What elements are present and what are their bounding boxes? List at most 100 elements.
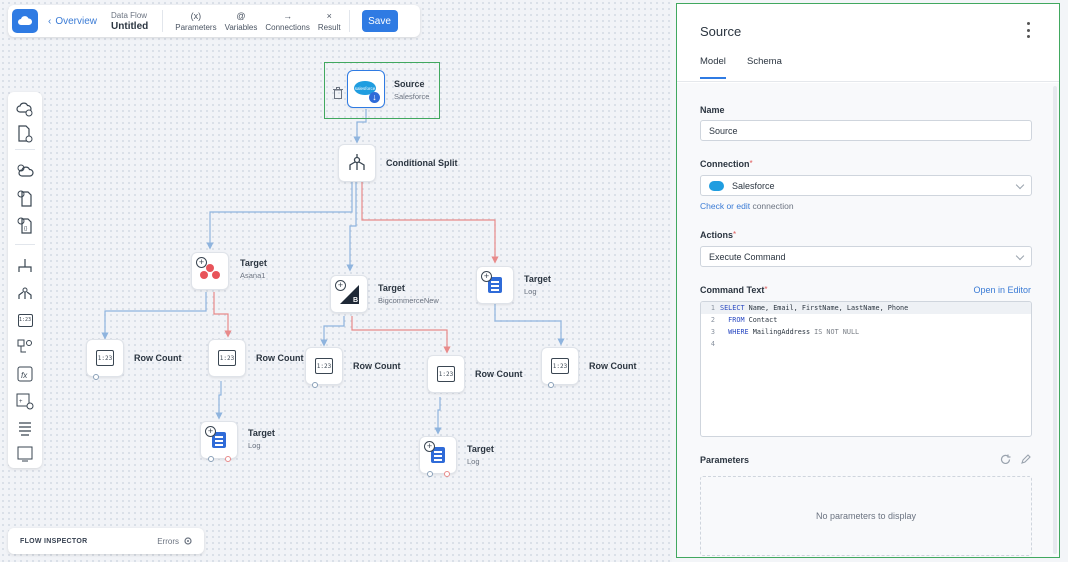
asana-target-node[interactable]: +	[191, 252, 229, 290]
check-connection-suffix: connection	[750, 201, 794, 211]
split-node-title: Conditional Split	[386, 158, 458, 168]
error-port[interactable]	[444, 471, 450, 477]
connection-label: Connection*	[700, 159, 753, 169]
connection-select[interactable]: Salesforce	[700, 175, 1032, 196]
flow-title: Data Flow Untitled	[111, 10, 148, 32]
svg-text:B: B	[353, 297, 358, 304]
function-icon[interactable]: fx	[16, 365, 34, 383]
refresh-icon[interactable]	[1000, 454, 1011, 465]
split-icon	[349, 154, 365, 170]
save-button[interactable]: Save	[361, 10, 398, 32]
upload-badge-icon: +	[335, 280, 346, 291]
rc5-node-title: Row Count	[589, 361, 637, 371]
toolbar-divider	[162, 10, 164, 32]
flow-connectors	[101, 109, 565, 435]
row-count-icon: 1:23	[437, 366, 455, 382]
result-icon: ×	[326, 10, 332, 21]
svg-text:{}: {}	[24, 226, 28, 232]
flow-inspector[interactable]: FLOW INSPECTOR Errors	[8, 528, 204, 554]
flow-name[interactable]: Untitled	[111, 21, 149, 32]
lookup-icon[interactable]	[16, 338, 34, 356]
edit-icon[interactable]	[1021, 454, 1031, 464]
check-connection-link[interactable]: Check or edit	[700, 201, 751, 211]
error-port[interactable]	[225, 456, 231, 462]
flow-toolbar: ‹ Overview Data Flow Untitled (x) Parame…	[8, 5, 420, 37]
source-node-subtitle: Salesforce	[394, 92, 430, 101]
row-count-node-2[interactable]: 1:23	[208, 339, 246, 377]
asana-node-subtitle: Asana1	[240, 271, 266, 280]
log2-node-subtitle: Log	[248, 441, 261, 450]
connections-button[interactable]: → Connections	[265, 11, 309, 32]
row-count-node-4[interactable]: 1:23	[427, 355, 465, 393]
source-node-title: Source	[394, 79, 425, 89]
download-badge-icon: ↓	[369, 92, 380, 103]
output-port[interactable]	[312, 382, 318, 388]
split-icon[interactable]	[16, 257, 34, 275]
conditional-split-node[interactable]	[338, 144, 376, 182]
log-target-node-2[interactable]: +	[200, 421, 238, 462]
add-column-icon[interactable]: +	[16, 392, 34, 410]
source-node[interactable]: salesforce ↓	[347, 70, 385, 108]
chevron-left-icon: ‹	[48, 15, 52, 27]
row-count-node-1[interactable]: 1:23	[86, 339, 124, 380]
home-button[interactable]	[12, 9, 38, 33]
file-target-icon[interactable]	[16, 189, 34, 207]
parameters-button[interactable]: (x) Parameters	[175, 11, 216, 32]
bigcommerce-icon: B	[340, 285, 359, 304]
bigcommerce-node-title: Target	[378, 283, 405, 293]
row-count-node-5[interactable]: 1:23	[541, 347, 579, 388]
log3-node-subtitle: Log	[467, 457, 480, 466]
bigcommerce-target-node[interactable]: B +	[330, 275, 368, 313]
asana-node-title: Target	[240, 258, 267, 268]
output-port[interactable]	[208, 456, 214, 462]
cloud-source-icon[interactable]	[16, 100, 34, 118]
aggregate-icon[interactable]	[16, 445, 34, 463]
row-count-icon: 1:23	[218, 350, 236, 366]
rc2-node-title: Row Count	[256, 353, 304, 363]
output-port[interactable]	[93, 374, 99, 380]
panel-title: Source	[700, 24, 742, 39]
result-button[interactable]: × Result	[318, 11, 341, 32]
command-text-label: Command Text*	[700, 285, 768, 295]
toolbar-divider	[348, 10, 350, 32]
actions-label: Actions*	[700, 230, 737, 240]
cloud-logo-icon	[18, 16, 32, 25]
log-target-node-1[interactable]: +	[476, 266, 514, 304]
json-target-icon[interactable]: {}	[16, 216, 34, 234]
row-count-node-3[interactable]: 1:23	[305, 347, 343, 388]
flow-canvas[interactable]: salesforce ↓ Source Salesforce Condition…	[0, 0, 672, 562]
delete-node-icon[interactable]	[333, 86, 343, 99]
code-line: 2 FROM Contact	[710, 316, 778, 324]
variables-button[interactable]: @ Variables	[225, 11, 258, 32]
rc3-node-title: Row Count	[353, 361, 401, 371]
row-count-icon[interactable]: 1:23	[16, 311, 34, 329]
flow-kind: Data Flow	[111, 11, 148, 20]
panel-header: Source Model Schema	[677, 4, 1059, 82]
command-text-label-text: Command Text	[700, 285, 765, 295]
code-line: 4	[710, 340, 715, 348]
check-connection-text: Check or edit connection	[700, 201, 794, 211]
bigcommerce-node-subtitle: BigcommerceNew	[378, 296, 439, 305]
more-options-icon[interactable]	[1025, 22, 1031, 38]
tab-schema[interactable]: Schema	[747, 56, 782, 67]
actions-select[interactable]: Execute Command	[700, 246, 1032, 267]
log-target-node-3[interactable]: +	[419, 436, 457, 477]
output-port[interactable]	[548, 382, 554, 388]
back-to-overview-link[interactable]: ‹ Overview	[48, 16, 97, 27]
log3-node-title: Target	[467, 444, 494, 454]
conditional-split-icon[interactable]	[16, 284, 34, 302]
cloud-target-icon[interactable]	[16, 162, 34, 180]
sort-icon[interactable]	[16, 419, 34, 437]
log-icon	[488, 277, 502, 293]
panel-scrollbar[interactable]	[1053, 86, 1057, 554]
log-icon	[212, 432, 226, 448]
tab-model[interactable]: Model	[700, 56, 726, 79]
open-in-editor-link[interactable]: Open in Editor	[973, 285, 1031, 295]
output-port[interactable]	[427, 471, 433, 477]
file-source-icon[interactable]	[16, 125, 34, 143]
errors-toggle[interactable]: Errors	[157, 537, 192, 546]
connection-label-text: Connection	[700, 159, 750, 169]
name-field[interactable]: Source	[700, 120, 1032, 141]
name-label: Name	[700, 105, 725, 115]
